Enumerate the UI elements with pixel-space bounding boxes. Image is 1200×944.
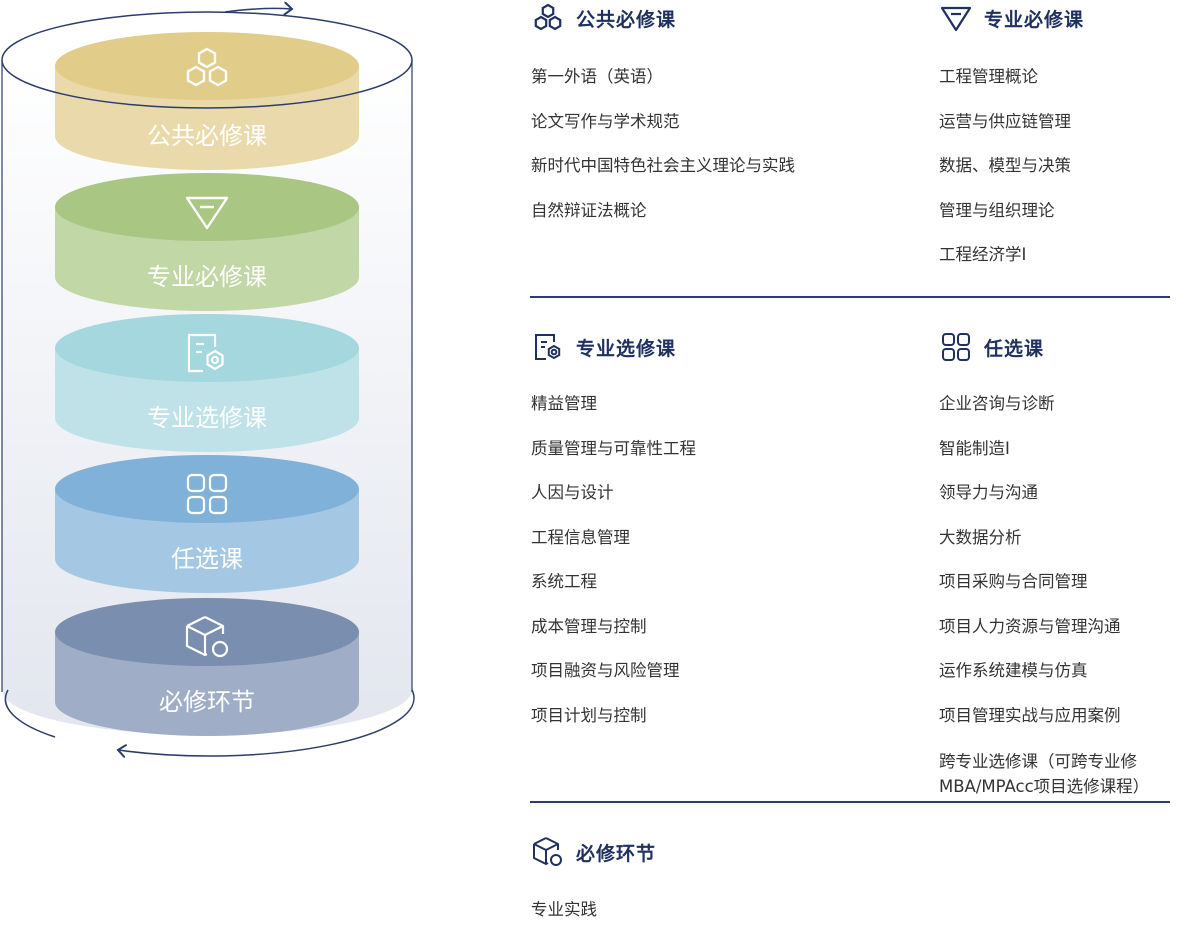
section-divider [530, 296, 1170, 298]
list-item: 工程信息管理 [531, 527, 630, 547]
section-title: 专业必修课 [984, 8, 1085, 31]
diagram-layer: 必修环节 [55, 598, 359, 736]
list-item: 质量管理与可靠性工程 [531, 438, 696, 458]
list-item: 运作系统建模与仿真 [939, 661, 1088, 680]
diagram-layer: 任选课 [55, 455, 359, 593]
public-required-list: 第一外语（英语） 论文写作与学术规范 新时代中国特色社会主义理论与实践 自然辩证… [531, 66, 795, 244]
list-item: 工程管理概论 [939, 67, 1038, 86]
list-item: 工程经济学I [939, 245, 1027, 264]
diagram-layer: 专业必修课 [55, 173, 359, 311]
layer-label: 任选课 [171, 545, 243, 573]
section-major-required-header: 专业必修课 [940, 2, 1084, 34]
list-item: 项目人力资源与管理沟通 [939, 616, 1121, 636]
section-required-practice-header: 必修环节 [532, 836, 656, 868]
layer-label: 专业选修课 [147, 404, 267, 432]
grid-icon [940, 331, 972, 363]
list-item: 跨专业选修课（可跨专业修MBA/MPAcc项目选修课程） [939, 752, 1150, 796]
section-title: 任选课 [984, 337, 1045, 360]
section-title: 专业选修课 [576, 337, 677, 360]
section-public-required-header: 公共必修课 [532, 2, 676, 34]
list-item: 新时代中国特色社会主义理论与实践 [531, 156, 795, 175]
diamond-icon [940, 2, 972, 34]
section-divider [530, 801, 1170, 803]
list-item: 运营与供应链管理 [939, 111, 1071, 131]
section-title: 公共必修课 [576, 8, 677, 31]
list-item: 专业实践 [531, 900, 597, 919]
hexagons-icon [186, 47, 228, 87]
list-item: 项目管理实战与应用案例 [939, 705, 1121, 725]
list-item: 人因与设计 [531, 483, 614, 502]
list-item: 论文写作与学术规范 [531, 111, 680, 131]
cylinder-top-ring [1, 11, 413, 109]
rotation-arrow-bottom [4, 689, 415, 756]
grid-icon [186, 473, 228, 515]
section-title: 必修环节 [576, 842, 657, 865]
section-free-elective-header: 任选课 [940, 331, 1044, 363]
list-item: 领导力与沟通 [939, 483, 1038, 502]
list-item: 项目采购与合同管理 [939, 572, 1088, 591]
diagram-layer: 公共必修课 [55, 32, 359, 170]
layer-top [55, 314, 359, 382]
diagram-layer: 专业选修课 [55, 314, 359, 452]
layer-top [55, 455, 359, 523]
free-elective-list: 企业咨询与诊断 智能制造I 领导力与沟通 大数据分析 项目采购与合同管理 项目人… [939, 393, 1199, 822]
list-item: 精益管理 [531, 394, 597, 413]
cube-icon [532, 836, 564, 868]
section-major-elective-header: 专业选修课 [532, 331, 676, 363]
major-elective-list: 精益管理 质量管理与可靠性工程 人因与设计 工程信息管理 系统工程 成本管理与控… [531, 393, 696, 749]
major-required-list: 工程管理概论 运营与供应链管理 数据、模型与决策 管理与组织理论 工程经济学I [939, 66, 1071, 289]
hexagons-icon [532, 2, 564, 34]
layer-top [55, 598, 359, 666]
list-item: 数据、模型与决策 [939, 156, 1071, 175]
diamond-icon [185, 196, 229, 230]
list-item: 成本管理与控制 [531, 616, 647, 636]
layer-label: 必修环节 [159, 688, 255, 716]
list-item: 第一外语（英语） [531, 67, 663, 86]
rotation-arrow-top [224, 8, 292, 12]
layer-label: 公共必修课 [147, 122, 267, 150]
list-item: 系统工程 [531, 572, 597, 591]
list-item: 项目融资与风险管理 [531, 661, 680, 680]
list-item: 企业咨询与诊断 [939, 394, 1055, 413]
cube-icon [185, 616, 229, 658]
list-item: 项目计划与控制 [531, 705, 647, 725]
layer-label: 专业必修课 [147, 263, 267, 291]
required-practice-list: 专业实践 [531, 899, 597, 944]
list-item: 智能制造I [939, 438, 1010, 458]
list-item: 大数据分析 [939, 527, 1022, 547]
document-gear-icon [187, 333, 224, 373]
document-gear-icon [532, 331, 564, 363]
list-item: 自然辩证法概论 [531, 200, 647, 220]
list-item: 管理与组织理论 [939, 200, 1055, 220]
